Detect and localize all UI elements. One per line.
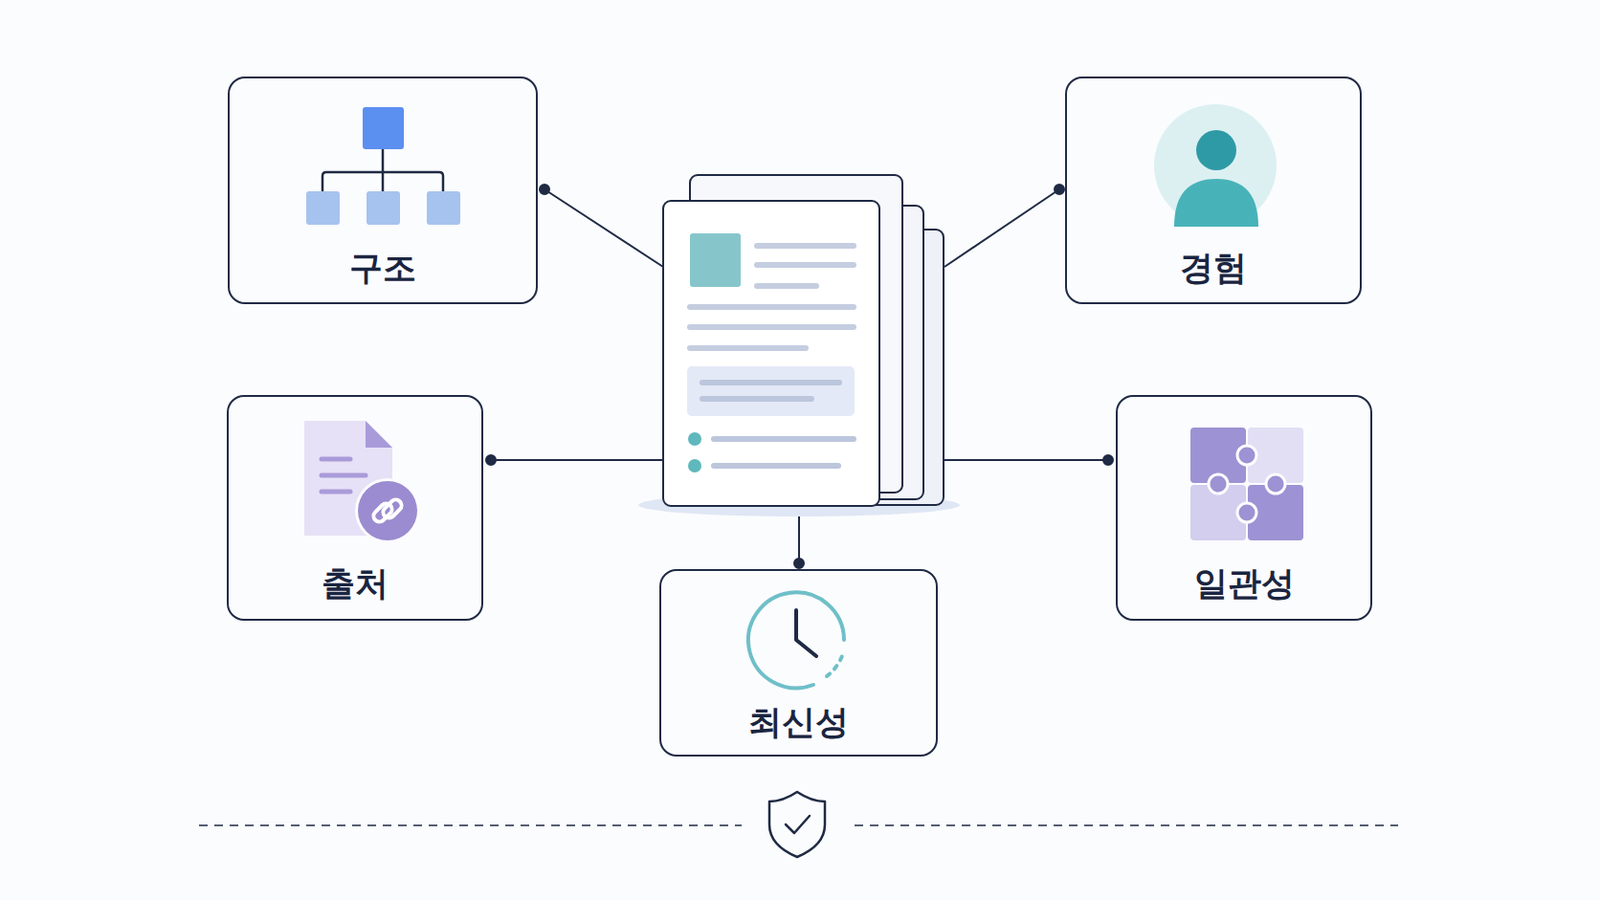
concept-box: 경험 — [1065, 76, 1362, 305]
document-stack — [638, 175, 960, 517]
puzzle-icon — [1190, 427, 1304, 541]
concept-label: 구조 — [229, 246, 536, 289]
divider — [199, 792, 1399, 858]
concept-box: 출처 — [226, 395, 484, 622]
person-icon — [1154, 104, 1277, 227]
hierarchy-icon — [306, 107, 461, 225]
concept-label: 경험 — [1066, 246, 1360, 289]
concept-box: 일관성 — [1115, 395, 1373, 622]
concept-box: 최신성 — [659, 569, 938, 757]
leader-lines — [486, 184, 1113, 569]
concept-label: 출처 — [228, 562, 482, 605]
concept-label: 일관성 — [1117, 562, 1371, 605]
source-icon — [304, 421, 421, 544]
concept-label: 최신성 — [661, 701, 936, 744]
clock-icon — [748, 592, 845, 689]
concept-box: 구조 — [227, 76, 538, 305]
